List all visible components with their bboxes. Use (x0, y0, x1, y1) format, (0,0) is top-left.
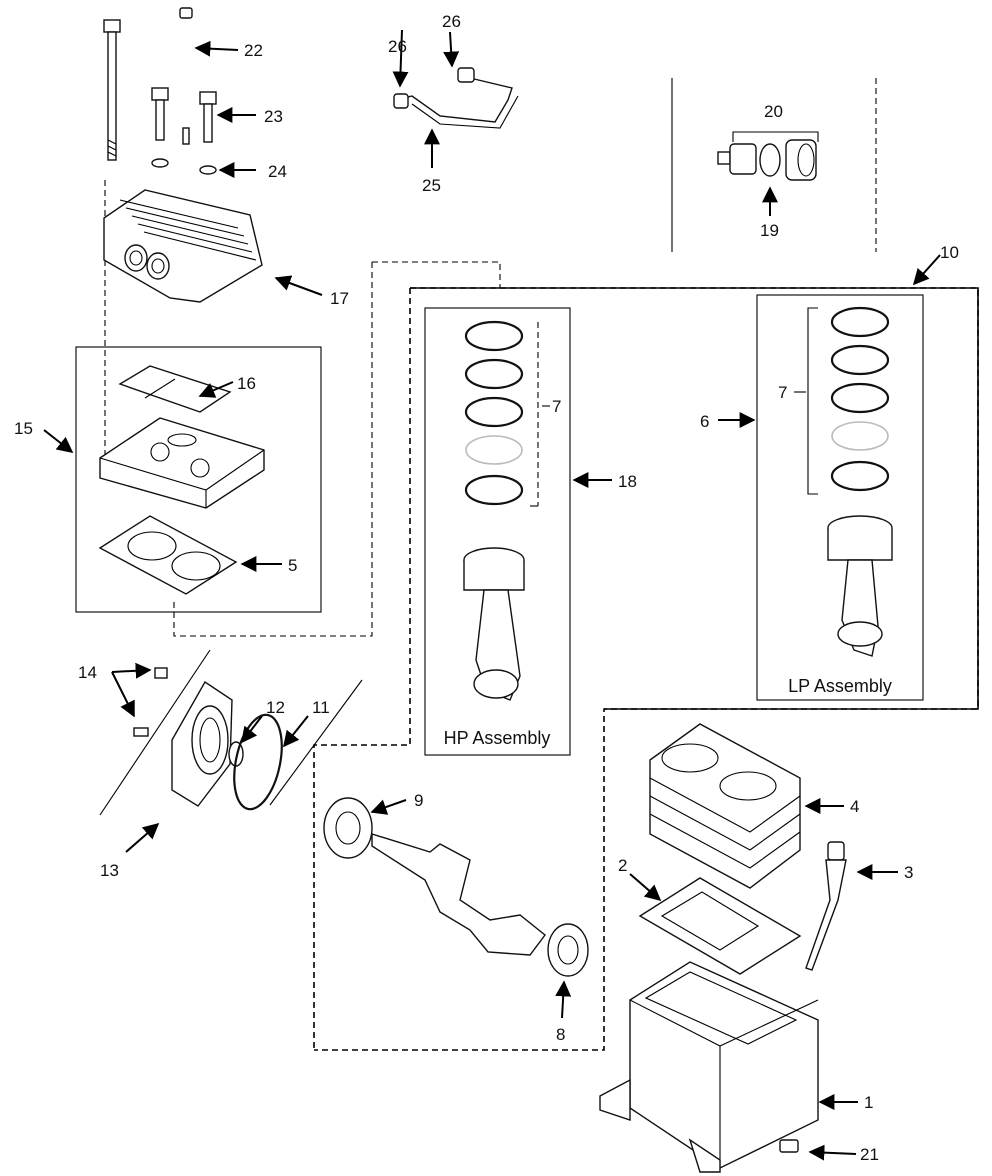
label-23: 23 (264, 107, 283, 126)
label-21: 21 (860, 1145, 879, 1164)
label-13: 13 (100, 861, 119, 880)
lp-piston-rod (827, 515, 893, 657)
label-8: 8 (556, 1025, 565, 1044)
label-26a: 26 (388, 37, 407, 56)
unloader-valve (717, 131, 819, 181)
label-1: 1 (864, 1093, 873, 1112)
label-22: 22 (244, 41, 263, 60)
label-5: 5 (288, 556, 297, 575)
label-14: 14 (78, 663, 97, 682)
label-2: 2 (618, 856, 627, 875)
crankcase-gasket (638, 877, 802, 975)
crankcase (599, 961, 819, 1173)
cylinder-head (103, 189, 263, 303)
label-18: 18 (618, 472, 637, 491)
hp-piston-rings (464, 320, 539, 507)
valve-plate-parts (99, 365, 265, 509)
label-7-lp: 7 (778, 383, 787, 402)
long-head-bolt (103, 7, 193, 161)
crankshaft-assembly (323, 797, 589, 977)
gasket-kit-box (75, 346, 322, 613)
hp-assembly-label: HP Assembly (444, 728, 551, 748)
cylinder-gasket (98, 515, 238, 595)
label-26b: 26 (442, 12, 461, 31)
lp-piston-rings (807, 306, 890, 495)
label-19: 19 (760, 221, 779, 240)
cylinder-block (649, 723, 801, 889)
label-12: 12 (266, 698, 285, 717)
label-3: 3 (904, 863, 913, 882)
breather-dipstick (805, 841, 847, 971)
label-6: 6 (700, 412, 709, 431)
label-4: 4 (850, 797, 859, 816)
label-11: 11 (312, 698, 330, 717)
short-head-bolts (151, 87, 217, 145)
label-9: 9 (414, 791, 423, 810)
label-17: 17 (330, 289, 349, 308)
label-25: 25 (422, 176, 441, 195)
label-10: 10 (940, 243, 959, 262)
washers (151, 158, 217, 175)
assembly-outlines (75, 78, 979, 1051)
lp-assembly-label: LP Assembly (788, 676, 892, 696)
label-16: 16 (237, 374, 256, 393)
hp-piston-rod (463, 547, 525, 701)
lp-assembly-box (756, 294, 924, 701)
label-7-hp: 7 (552, 397, 561, 416)
bearing-carrier-parts (133, 667, 283, 811)
label-24: 24 (268, 162, 287, 181)
leader-arrows (43, 29, 941, 1161)
label-15: 15 (14, 419, 33, 438)
transfer-tube (393, 67, 519, 129)
part-number-labels: 22 23 24 17 16 15 5 26 26 25 20 19 10 7 … (14, 12, 959, 1164)
label-20: 20 (764, 102, 783, 121)
hp-assembly-box (424, 307, 571, 756)
